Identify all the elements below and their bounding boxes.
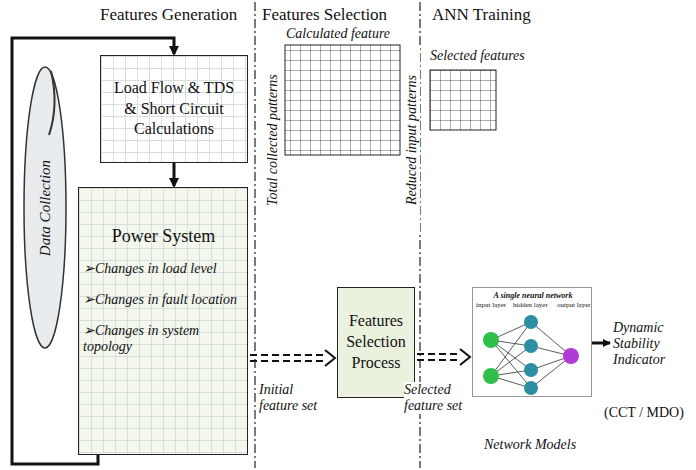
cycle-label: Data Collection — [35, 98, 55, 318]
layer-label: output layer — [557, 302, 591, 309]
cycle-tail — [49, 71, 55, 135]
bullet-item: ➢Changes in fault location — [83, 292, 244, 309]
hidden-neuron — [524, 315, 538, 329]
box-heading: Power System — [83, 226, 244, 247]
layer-label: hidden layer — [513, 302, 548, 309]
image-title: A single neural network — [473, 292, 593, 300]
image-caption: Network Models — [484, 437, 594, 453]
oval-shape — [24, 67, 66, 348]
arrow-shaft — [250, 360, 325, 362]
network-image: A single neural network input layer hidden… — [472, 287, 592, 397]
output-label: Dynamic Stability Indicator — [613, 320, 693, 368]
flow-arrow — [417, 349, 470, 365]
feature-grid — [285, 45, 400, 155]
hidden-neuron — [524, 381, 538, 395]
bullet-item: ➢Changes in load level — [83, 261, 244, 278]
box-label: Load Flow & TDS & Short Circuit Calculat… — [109, 78, 239, 140]
arrow-label: Initial feature set — [259, 382, 331, 414]
arrow-head — [460, 349, 470, 365]
input-neuron — [483, 332, 499, 348]
layer-label: input layer — [476, 302, 506, 309]
arrow-head — [325, 350, 335, 366]
selected-grid — [430, 70, 496, 130]
bullet-item: ➢Changes in system topology — [83, 323, 244, 357]
flow-arrow — [250, 350, 335, 366]
column-heading: Features Selection — [262, 5, 414, 25]
system-box: Power System ➢Changes in load level ➢Chang… — [78, 187, 248, 455]
flow-arrow — [174, 163, 175, 186]
column-heading: Features Generation — [100, 5, 252, 25]
hidden-neuron — [524, 339, 538, 353]
output-neuron — [563, 348, 579, 364]
column-heading: ANN Training — [432, 5, 552, 25]
axis-label: Total collected patterns — [265, 40, 281, 240]
arrow-shaft — [417, 359, 460, 361]
output-label: (CCT / MDO) — [604, 405, 694, 421]
output-arrow — [592, 342, 610, 345]
hidden-neuron — [524, 363, 538, 377]
arrow-label: Selected feature set — [404, 382, 472, 414]
grid-caption: Calculated feature — [286, 26, 406, 42]
arrow-line — [173, 163, 176, 186]
column-divider — [254, 2, 255, 468]
cycle-oval: Data Collection — [22, 65, 68, 350]
axis-label: Reduced input patterns — [404, 45, 420, 235]
box-label: Features Selection Process — [344, 311, 408, 373]
process-box: Load Flow & TDS & Short Circuit Calculat… — [100, 55, 248, 163]
grid-caption: Selected features — [430, 48, 540, 64]
arrow-shaft — [417, 353, 460, 355]
input-neuron — [483, 368, 499, 384]
arrow-shaft — [250, 354, 325, 356]
